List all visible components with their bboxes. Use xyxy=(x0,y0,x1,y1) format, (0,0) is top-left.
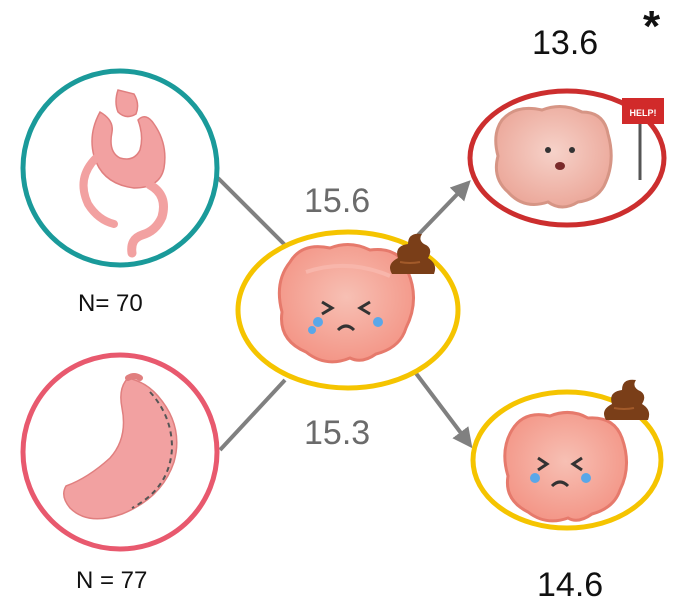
bypass-baseline-score: 15.6 xyxy=(304,182,370,221)
sleeve-baseline-score: 15.3 xyxy=(304,414,370,453)
significance-marker: * xyxy=(643,2,660,52)
baseline-node xyxy=(238,232,458,388)
crying-colon-icon xyxy=(505,412,627,520)
sleeve-to-baseline-line xyxy=(220,380,285,450)
sleeve-outcome-node xyxy=(473,380,661,528)
bypass-n-label: N= 70 xyxy=(78,290,143,318)
help-sign-text: HELP! xyxy=(630,108,657,118)
sleeve-outcome-score: 14.6 xyxy=(537,566,603,605)
bypass-outcome-score: 13.6 xyxy=(532,24,598,63)
baseline-to-sleeve-outcome-arrow xyxy=(415,372,470,445)
bypass-to-baseline-line xyxy=(218,178,285,245)
sleeve-n-label: N = 77 xyxy=(76,567,147,595)
baseline-to-worse-arrow xyxy=(418,183,468,235)
sleeve-group xyxy=(23,355,217,549)
bypass-outcome-node: HELP! xyxy=(470,91,664,225)
bypass-group xyxy=(23,71,217,265)
